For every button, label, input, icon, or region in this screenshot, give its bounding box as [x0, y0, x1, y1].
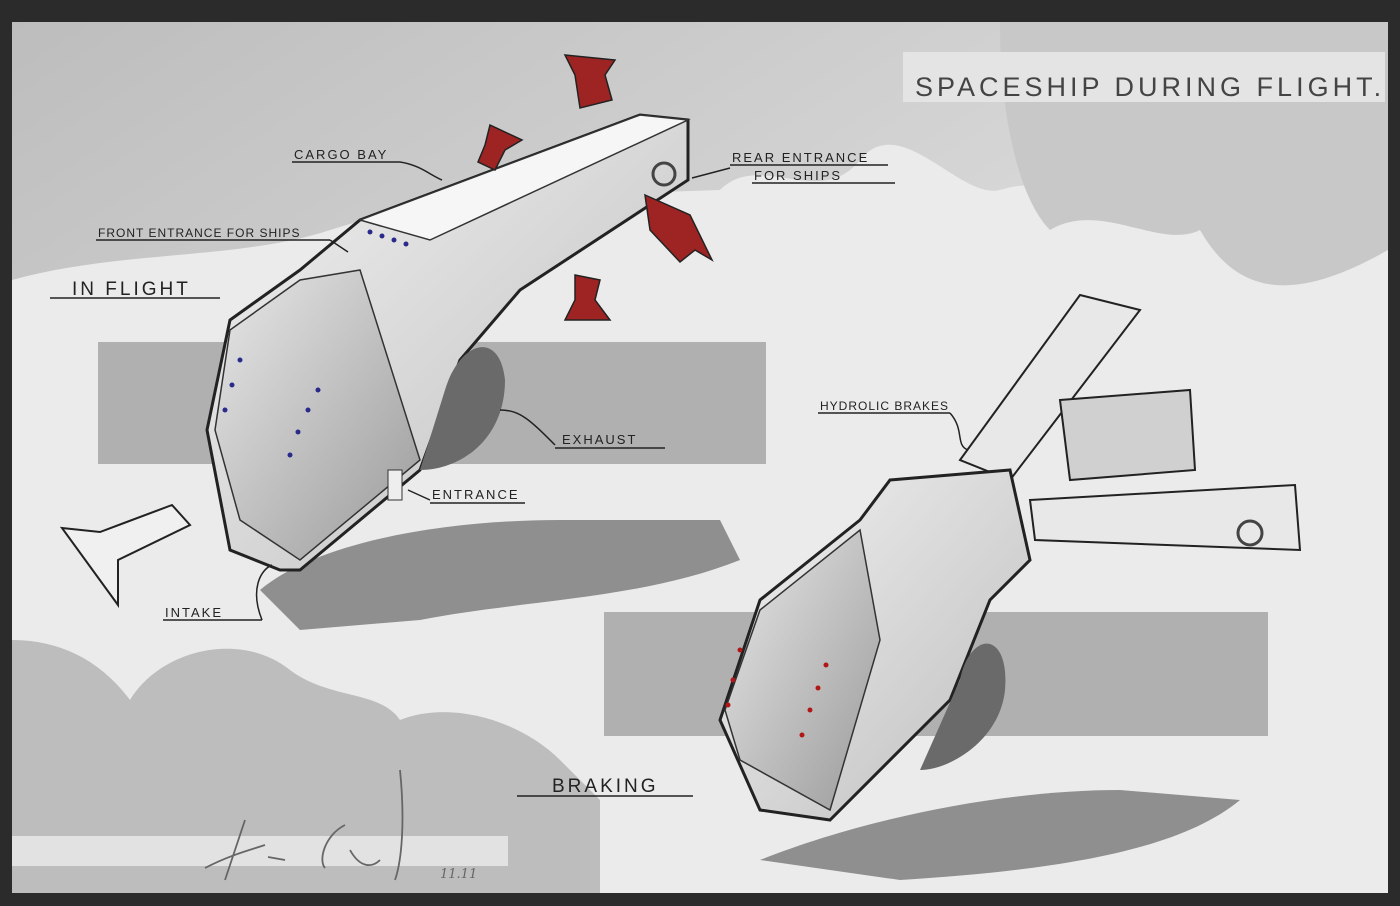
label-in-flight: IN FLIGHT — [72, 279, 191, 300]
rear-entrance-ring — [651, 161, 677, 187]
red-rotation-arrows — [477, 54, 714, 321]
label-exhaust: EXHAUST — [562, 432, 637, 447]
lower-clouds — [12, 640, 600, 893]
page-title: SPACESHIP DURING FLIGHT. — [915, 72, 1385, 102]
ship-shadow-left — [260, 520, 740, 630]
ship-shadow-right — [760, 790, 1240, 880]
signature-strip — [12, 836, 508, 866]
blue-lights — [222, 229, 409, 458]
label-intake: INTAKE — [165, 605, 223, 620]
direction-arrow — [59, 503, 192, 609]
artist-signature — [204, 769, 404, 881]
brake-flap-side — [1028, 483, 1302, 552]
spaceship-braking — [718, 293, 1302, 822]
annotation-lines — [50, 161, 969, 797]
label-cargo-bay: CARGO BAY — [294, 147, 388, 162]
label-rear-entrance-line2: FOR SHIPS — [754, 168, 842, 183]
entrance-door — [387, 469, 403, 501]
spaceship-in-flight — [205, 113, 691, 572]
title-box — [903, 52, 1385, 102]
label-entrance: ENTRANCE — [432, 487, 520, 502]
label-rear-entrance-line1: REAR ENTRANCE — [732, 150, 869, 165]
exhaust — [420, 347, 505, 470]
red-lights — [725, 647, 829, 738]
label-front-entrance: FRONT ENTRANCE FOR SHIPS — [98, 226, 300, 240]
label-hydrolic-brakes: HYDROLIC BRAKES — [820, 399, 949, 413]
label-braking: BRAKING — [552, 776, 659, 797]
signature-date: 11.11 — [440, 867, 477, 882]
